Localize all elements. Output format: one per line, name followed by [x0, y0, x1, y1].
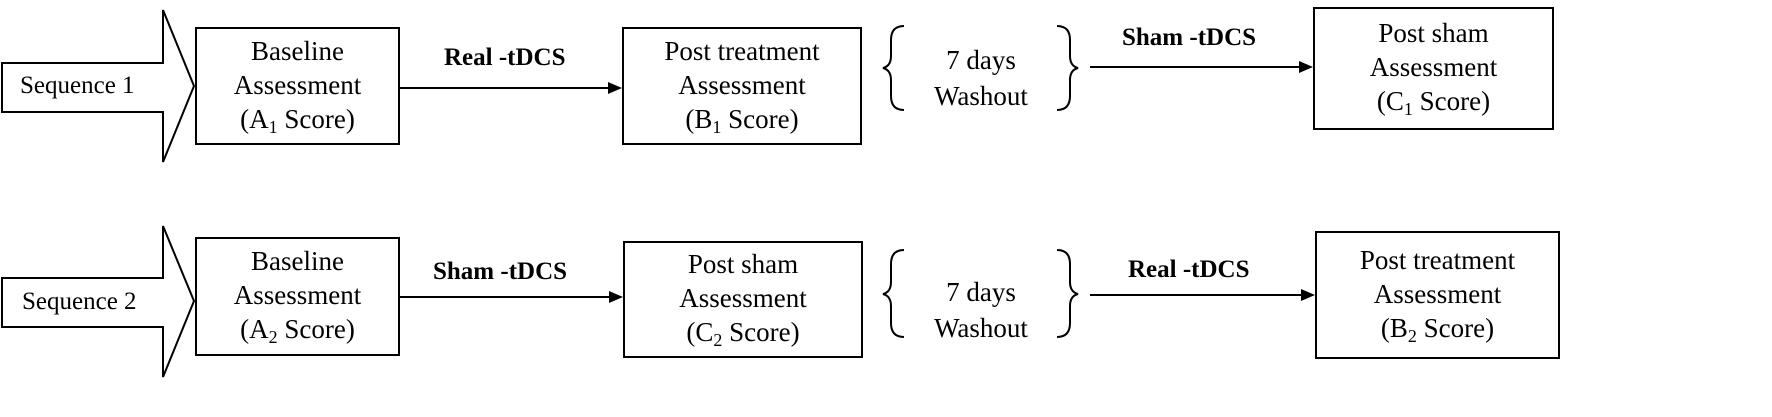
washout-line: 7 days [946, 45, 1016, 75]
sequence-1-label: Sequence 1 [20, 72, 135, 99]
sequence-2-first-arrowhead [609, 291, 623, 303]
box-line: Assessment [233, 69, 362, 100]
box-line: Assessment [233, 280, 362, 310]
sequence-1-first-arrow-label: Real -tDCS [444, 44, 566, 71]
sequence-2-second-arrowhead [1301, 289, 1315, 301]
sequence-2-label: Sequence 2 [22, 288, 137, 315]
box-score: (A2 Score) [240, 314, 355, 347]
box-score: (C1 Score) [1376, 86, 1491, 119]
sequence-1-block-arrow [1, 9, 196, 163]
sequence-1-right-brace [1056, 25, 1079, 111]
sequence-2-right-brace [1056, 249, 1079, 338]
sequence-1-second-arrowhead [1299, 61, 1313, 73]
sequence-1-baseline-box: Baseline Assessment (A1 Score) [195, 27, 400, 145]
box-score: (B2 Score) [1380, 312, 1495, 346]
sequence-2-final-box: Post treatment Assessment (B2 Score) [1315, 231, 1560, 359]
sequence-1-middle-box: Post treatment Assessment (B1 Score) [622, 27, 862, 145]
washout-line: 7 days [946, 277, 1016, 307]
sequence-2-washout: 7 days Washout [901, 274, 1061, 346]
box-score: (B1 Score) [685, 103, 799, 137]
sequence-1-final-box: Post sham Assessment (C1 Score) [1313, 7, 1554, 130]
box-score: (A1 Score) [240, 103, 355, 137]
sequence-2-block-arrow [1, 225, 196, 378]
sequence-1-left-brace [882, 25, 905, 111]
sequence-2-second-arrow-label: Real -tDCS [1128, 256, 1250, 283]
box-line: Assessment [679, 283, 807, 313]
sequence-1-washout: 7 days Washout [901, 42, 1061, 114]
box-line: Post sham [687, 249, 799, 279]
box-line: Assessment [1369, 52, 1498, 82]
box-score: (C2 Score) [686, 317, 800, 350]
box-line: Post treatment [1359, 244, 1516, 275]
sequence-2-left-brace [882, 249, 905, 338]
washout-line: Washout [934, 81, 1028, 111]
sequence-1-second-arrow-label: Sham -tDCS [1122, 24, 1257, 51]
box-line: Post sham [1378, 18, 1489, 48]
box-line: Post treatment [664, 35, 820, 66]
sequence-2-middle-box: Post sham Assessment (C2 Score) [623, 241, 863, 358]
box-line: Assessment [1373, 278, 1502, 309]
box-line: Assessment [678, 69, 806, 100]
sequence-1-first-arrowhead [608, 82, 622, 94]
box-line: Baseline [251, 246, 344, 276]
box-line: Baseline [251, 35, 344, 66]
sequence-2-first-arrow-label: Sham -tDCS [433, 258, 568, 285]
sequence-2-baseline-box: Baseline Assessment (A2 Score) [195, 237, 400, 356]
washout-line: Washout [934, 313, 1028, 343]
